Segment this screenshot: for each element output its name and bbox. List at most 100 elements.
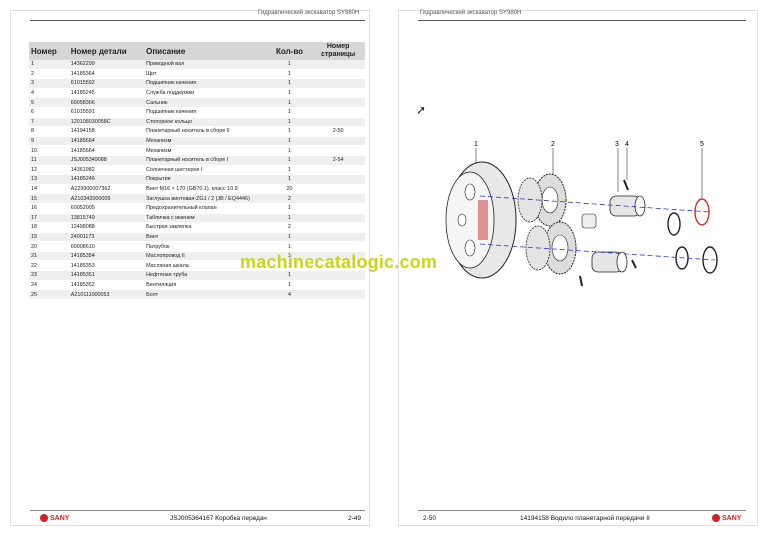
cell-page: [311, 117, 365, 128]
cell-page: [311, 213, 365, 224]
cell-part-number: 13815749: [68, 213, 145, 224]
cell-description: Вентиляция: [144, 280, 268, 291]
mouse-cursor-icon: ➚: [416, 103, 427, 117]
cell-description: Планетарный носитель в сборе I: [144, 155, 268, 166]
cell-description: Сальник: [144, 97, 268, 108]
cell-qty: 1: [267, 145, 312, 156]
cell-number: 15: [29, 193, 69, 204]
cell-page: [311, 60, 365, 70]
cell-qty: 1: [267, 280, 312, 291]
cell-description: Служба поддержки: [144, 88, 268, 99]
planet-carrier: [445, 161, 517, 279]
col-number: Номер: [29, 42, 69, 60]
cell-number: 19: [29, 232, 69, 243]
cell-number: 9: [29, 136, 69, 147]
thrust-washers: [667, 198, 718, 274]
cell-qty: 4: [267, 289, 312, 300]
cell-part-number: 14185354: [68, 251, 145, 262]
cell-description: Нефтяная труба: [144, 270, 268, 281]
cell-part-number: 14185664: [68, 136, 145, 147]
cell-qty: 1: [267, 155, 312, 166]
cell-number: 14: [29, 184, 69, 195]
cell-qty: 1: [267, 241, 312, 252]
cell-part-number: 12498088: [68, 222, 145, 233]
right-footer-doc: 14194158 Водило планетарной передачи II: [520, 515, 650, 522]
cell-description: Покрытие: [144, 174, 268, 185]
cell-description: Винт M16 × 170 (GB70.1), класс 10.9: [144, 184, 268, 195]
right-header-rule: [418, 20, 746, 21]
callout-5: 5: [700, 141, 704, 148]
cell-qty: 1: [267, 117, 312, 128]
cell-number: 12: [29, 165, 69, 176]
cell-part-number: 14185353: [68, 260, 145, 272]
cell-description: Механизм: [144, 136, 268, 147]
cell-number: 2: [29, 69, 69, 80]
cell-part-number: 61015591: [68, 107, 145, 118]
right-footer-page: 2-50: [423, 515, 437, 522]
col-page-number: Номер страницы: [311, 42, 365, 60]
cell-description: Стопорное кольцо: [144, 117, 268, 128]
cell-qty: 1: [267, 203, 312, 214]
cell-qty: 1: [267, 78, 312, 89]
left-sany-logo: SANY: [40, 514, 69, 522]
cell-number: 16: [29, 203, 69, 214]
cell-number: 5: [29, 97, 69, 108]
cell-page: [311, 232, 365, 243]
cell-qty: 1: [267, 260, 312, 272]
cell-part-number: 14362299: [68, 60, 145, 70]
cell-qty: 2: [267, 193, 312, 204]
cell-description: Приводной вал: [144, 60, 268, 70]
left-footer-doc: JSJ005364167 Коробка передач: [170, 515, 267, 522]
left-footer-page: 2-49: [348, 515, 362, 522]
cell-number: 22: [29, 260, 69, 272]
cell-description: Винт: [144, 232, 268, 243]
callout-1: 1: [474, 141, 478, 148]
planet-gear-lower: [525, 221, 577, 275]
cell-page: [311, 203, 365, 214]
cell-part-number: 14185246: [68, 174, 145, 185]
cell-part-number: A210111000053: [68, 289, 145, 300]
cell-number: 21: [29, 251, 69, 262]
callout-4: 4: [625, 141, 629, 148]
cell-number: 11: [29, 155, 69, 166]
cell-description: Быстрая заклепка: [144, 222, 268, 233]
cell-number: 8: [29, 126, 69, 137]
cell-qty: 20: [267, 184, 312, 195]
cell-page: [311, 251, 365, 262]
cell-description: Болт: [144, 289, 268, 300]
cell-part-number: 60052005: [68, 203, 145, 214]
cell-number: 6: [29, 107, 69, 118]
parts-table: Номер Номер детали Описание Кол-во Номер…: [29, 42, 365, 300]
cell-page: [311, 193, 365, 204]
cell-part-number: A210342000009: [68, 193, 145, 204]
cell-description: Заглушка винтовая-ZG1 / 2 (JB / EQ4446): [144, 193, 268, 204]
cell-qty: 1: [267, 60, 312, 70]
assembly-axes: [479, 195, 716, 261]
cell-page: [311, 165, 365, 176]
cell-number: 25: [29, 289, 69, 300]
cell-part-number: 14185364: [68, 69, 145, 80]
cell-qty: 1: [267, 213, 312, 224]
cell-part-number: 14361982: [68, 165, 145, 176]
cell-part-number: 60008610: [68, 241, 145, 252]
cell-description: Предохранительный клапан: [144, 203, 268, 214]
col-part-number: Номер детали: [68, 42, 145, 60]
col-qty: Кол-во: [267, 42, 312, 60]
cell-page: [311, 145, 365, 156]
cell-description: Патрубок: [144, 241, 268, 252]
cell-page: [311, 97, 365, 108]
